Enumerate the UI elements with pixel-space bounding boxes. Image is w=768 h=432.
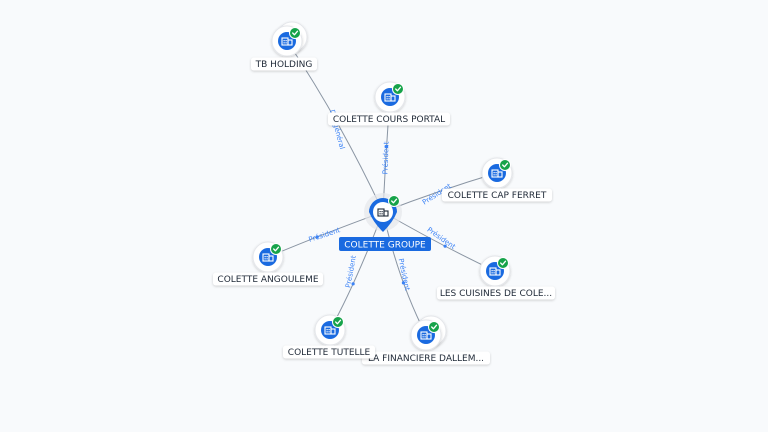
node-label-box	[213, 272, 323, 286]
building-icon	[281, 37, 293, 46]
edge-arrow	[401, 281, 406, 285]
edge-arrow	[351, 282, 355, 286]
check-icon	[392, 83, 404, 95]
node-financiere-dallem[interactable]: LA FINANCIERE DALLEM...	[362, 315, 490, 365]
node-label-box	[437, 286, 555, 300]
node-label: LA FINANCIERE DALLEM...	[368, 354, 484, 364]
building-icon	[324, 326, 336, 335]
edge-arrow	[443, 244, 447, 248]
check-icon	[497, 257, 509, 269]
node-label-box	[362, 351, 490, 365]
building-icon	[420, 331, 432, 340]
node-label: TB HOLDING	[255, 60, 313, 70]
node-label: COLETTE ANGOULEME	[217, 275, 318, 285]
check-icon	[428, 321, 440, 333]
edge-label: Président	[308, 226, 342, 244]
building-icon	[377, 208, 389, 217]
building-icon	[262, 253, 274, 262]
center-label: COLETTE GROUPE	[344, 240, 426, 250]
node-tb-holding[interactable]: TB HOLDING	[251, 21, 317, 71]
node-colette-angouleme[interactable]: COLETTE ANGOULEME	[213, 241, 323, 286]
node-label: LES CUISINES DE COLE...	[440, 289, 552, 299]
node-label: COLETTE TUTELLE	[288, 348, 371, 358]
center-node[interactable]: COLETTE GROUPE	[339, 193, 431, 251]
check-icon	[499, 159, 511, 171]
check-icon	[289, 27, 301, 39]
node-label-box	[283, 345, 375, 359]
edge-label: Président	[381, 141, 390, 174]
building-icon	[384, 93, 396, 102]
node-colette-tutelle[interactable]: COLETTE TUTELLE	[283, 314, 375, 359]
edge-arrow	[315, 235, 319, 239]
building-icon	[489, 267, 501, 276]
node-label-box	[328, 112, 450, 126]
edge-label: Président	[397, 258, 412, 292]
node-colette-cap-ferret[interactable]: COLETTE CAP FERRET	[442, 157, 552, 202]
edge-label: Président	[344, 255, 358, 289]
node-label: COLETTE CAP FERRET	[448, 191, 547, 201]
edge-arrow	[385, 144, 389, 149]
check-icon	[388, 195, 400, 207]
center-inner	[373, 202, 393, 222]
node-colette-cours-portal[interactable]: COLETTE COURS PORTAL	[328, 81, 450, 126]
check-icon	[332, 316, 344, 328]
node-label-box	[251, 57, 317, 71]
node-les-cuisines[interactable]: LES CUISINES DE COLE...	[437, 255, 555, 300]
check-icon	[270, 243, 282, 255]
node-label-box	[442, 188, 552, 202]
building-icon	[491, 169, 503, 178]
node-label: COLETTE COURS PORTAL	[333, 115, 445, 125]
center-label-box	[339, 237, 431, 251]
